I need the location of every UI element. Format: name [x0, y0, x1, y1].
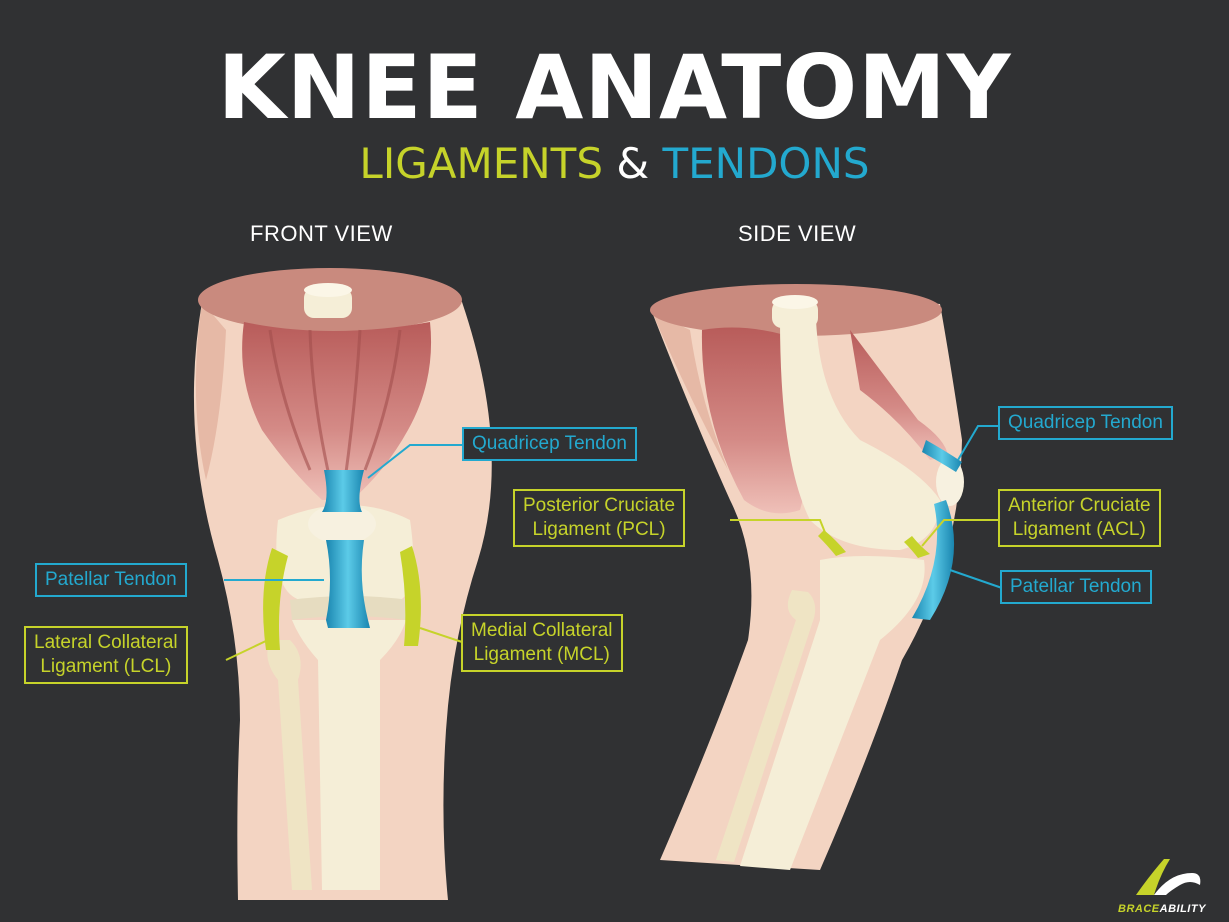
label-front-lcl-line2: Ligament (LCL): [40, 656, 172, 677]
side-femur-top: [772, 295, 818, 309]
braceability-logo: BRACEABILITY: [1118, 855, 1218, 915]
side-quadricep-muscle: [850, 330, 948, 460]
front-quadricep-leader: [367, 444, 464, 479]
label-side-pcl-line1: Posterior Cruciate: [523, 495, 676, 516]
front-femur-top: [304, 283, 352, 297]
label-front-mcl: Medial Collateral Ligament (MCL): [461, 614, 623, 672]
front-tibia: [292, 620, 406, 890]
front-view-title: FRONT VIEW: [250, 221, 393, 246]
side-quadricep-leader: [957, 425, 1002, 461]
front-muscle-fibers: [268, 329, 402, 481]
side-pcl-leader: [730, 519, 829, 541]
label-front-mcl-line2: Ligament (MCL): [473, 644, 610, 665]
subtitle-ligaments: LIGAMENTS: [359, 139, 603, 188]
side-quadricep-tendon: [922, 440, 962, 472]
logo-text-brace: BRACE: [1118, 903, 1160, 915]
braceability-logo-text: BRACEABILITY: [1118, 903, 1218, 915]
label-front-lcl-line1: Lateral Collateral: [34, 632, 178, 653]
front-leg-shade: [195, 302, 226, 480]
subtitle-ampersand: &: [616, 139, 650, 188]
label-side-acl-line1: Anterior Cruciate: [1008, 495, 1151, 516]
label-front-lcl: Lateral Collateral Ligament (LCL): [24, 626, 188, 684]
label-side-pcl-line2: Ligament (PCL): [532, 519, 666, 540]
side-view-title: SIDE VIEW: [738, 221, 857, 246]
label-side-quadricep-tendon: Quadricep Tendon: [998, 406, 1173, 440]
side-acl-leader: [921, 519, 1000, 547]
side-femur: [780, 320, 940, 550]
front-quadricep-tendon: [322, 470, 364, 512]
label-front-mcl-line1: Medial Collateral: [471, 620, 613, 641]
label-side-pcl: Posterior Cruciate Ligament (PCL): [513, 489, 686, 547]
front-lcl-leader: [225, 639, 269, 661]
page-title: KNEE ANATOMY: [217, 36, 1012, 139]
side-acl: [904, 536, 930, 558]
label-front-patellar-tendon: Patellar Tendon: [35, 563, 187, 597]
label-front-quadricep-tendon: Quadricep Tendon: [462, 427, 637, 461]
front-quadricep-muscle: [242, 322, 432, 500]
logo-text-ability: ABILITY: [1159, 903, 1206, 915]
front-mcl: [400, 546, 421, 646]
page-subtitle: LIGAMENTS & TENDONS: [0, 138, 1229, 190]
label-side-acl-line2: Ligament (ACL): [1012, 519, 1146, 540]
label-side-patellar-tendon: Patellar Tendon: [1000, 570, 1152, 604]
side-patellar-tendon: [912, 500, 955, 620]
side-knee: [650, 284, 1003, 870]
side-tibia: [740, 556, 925, 870]
side-pcl: [818, 530, 846, 556]
front-lcl: [263, 548, 288, 650]
front-knee: [193, 268, 492, 900]
label-side-acl: Anterior Cruciate Ligament (ACL): [998, 489, 1161, 547]
subtitle-tendons: TENDONS: [662, 139, 870, 188]
side-fibula: [716, 590, 816, 862]
braceability-logo-mark-icon: [1136, 859, 1201, 895]
front-patella: [308, 504, 376, 544]
front-mcl-leader: [419, 627, 463, 643]
front-patellar-tendon: [326, 540, 370, 628]
front-fibula: [267, 640, 312, 890]
side-patellar-leader: [949, 569, 1003, 589]
side-leg-shade: [652, 312, 728, 470]
